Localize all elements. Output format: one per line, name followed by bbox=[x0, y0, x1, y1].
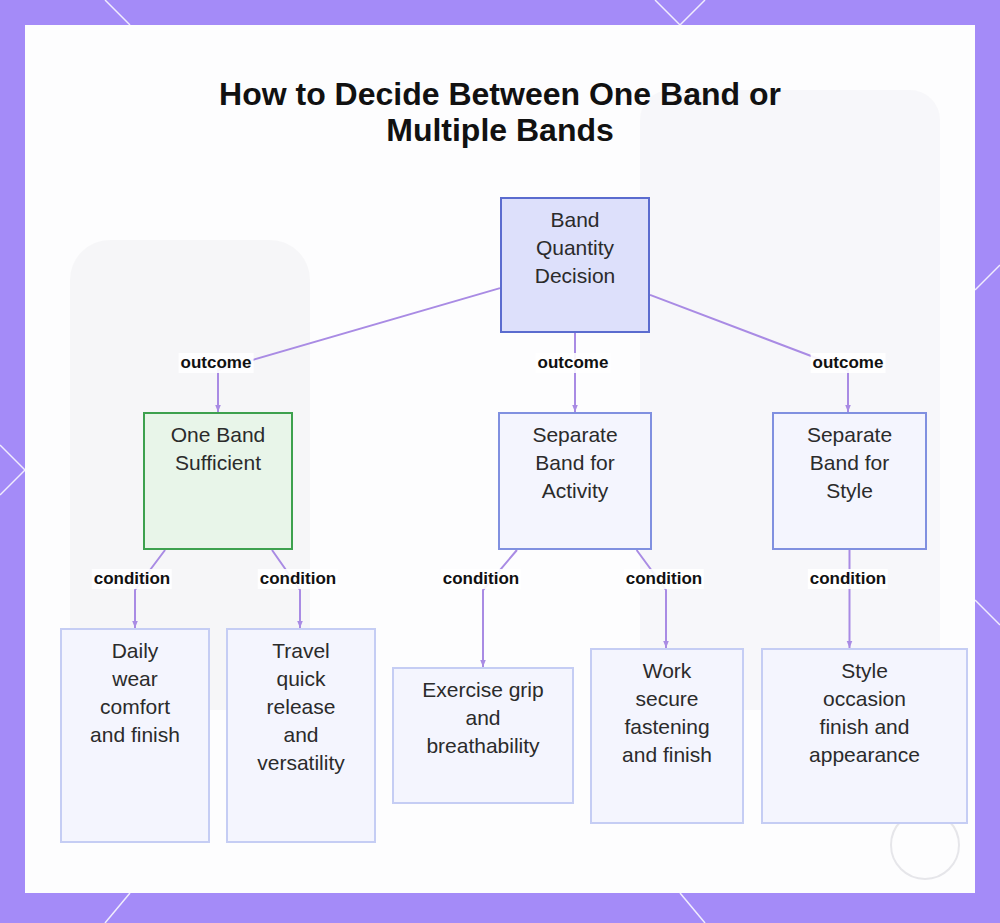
edge-label: condition bbox=[441, 569, 521, 589]
node-text: Style occasion finish and appearance bbox=[805, 657, 924, 769]
condition-box: Style occasion finish and appearance bbox=[761, 648, 968, 824]
outcome-box: Separate Band for Style bbox=[772, 412, 927, 550]
edge-label: outcome bbox=[536, 353, 611, 373]
node-text: Separate Band for Activity bbox=[510, 421, 640, 505]
frame-line bbox=[680, 893, 705, 923]
edge-label: condition bbox=[808, 569, 888, 589]
frame-line bbox=[680, 0, 705, 25]
frame-line bbox=[0, 470, 25, 495]
node-text: Exercise grip and breathability bbox=[421, 676, 545, 760]
connector bbox=[272, 550, 300, 628]
node-text: One Band Sufficient bbox=[155, 421, 281, 477]
edge-label: condition bbox=[258, 569, 338, 589]
connector bbox=[135, 550, 165, 628]
node-text: Daily wear comfort and finish bbox=[89, 637, 181, 749]
outcome-box: One Band Sufficient bbox=[143, 412, 293, 550]
panel bbox=[25, 25, 975, 893]
frame-line bbox=[0, 445, 25, 470]
edge-label: outcome bbox=[811, 353, 886, 373]
condition-box: Exercise grip and breathability bbox=[392, 667, 574, 804]
frame-line bbox=[105, 893, 130, 923]
faded-photo bbox=[640, 90, 940, 710]
node-text: Work secure fastening and finish bbox=[612, 657, 722, 769]
connector bbox=[218, 288, 500, 412]
condition-box: Work secure fastening and finish bbox=[590, 648, 744, 824]
diagram-title: How to Decide Between One Band or Multip… bbox=[170, 76, 830, 148]
frame-line bbox=[975, 265, 1000, 290]
node-text: Travel quick release and versatility bbox=[253, 637, 349, 777]
node-text: Band Quantity Decision bbox=[512, 206, 638, 290]
connector bbox=[483, 550, 517, 667]
edge-label: condition bbox=[624, 569, 704, 589]
frame-line bbox=[655, 0, 680, 25]
condition-box: Daily wear comfort and finish bbox=[60, 628, 210, 843]
frame-line bbox=[105, 0, 130, 25]
edge-label: condition bbox=[92, 569, 172, 589]
connector bbox=[849, 550, 851, 648]
condition-box: Travel quick release and versatility bbox=[226, 628, 376, 843]
frame-line bbox=[975, 600, 1000, 625]
node-text: Separate Band for Style bbox=[784, 421, 915, 505]
outcome-box: Separate Band for Activity bbox=[498, 412, 652, 550]
edge-label: outcome bbox=[179, 353, 254, 373]
decision-box: Band Quantity Decision bbox=[500, 197, 650, 333]
connector bbox=[637, 550, 666, 648]
